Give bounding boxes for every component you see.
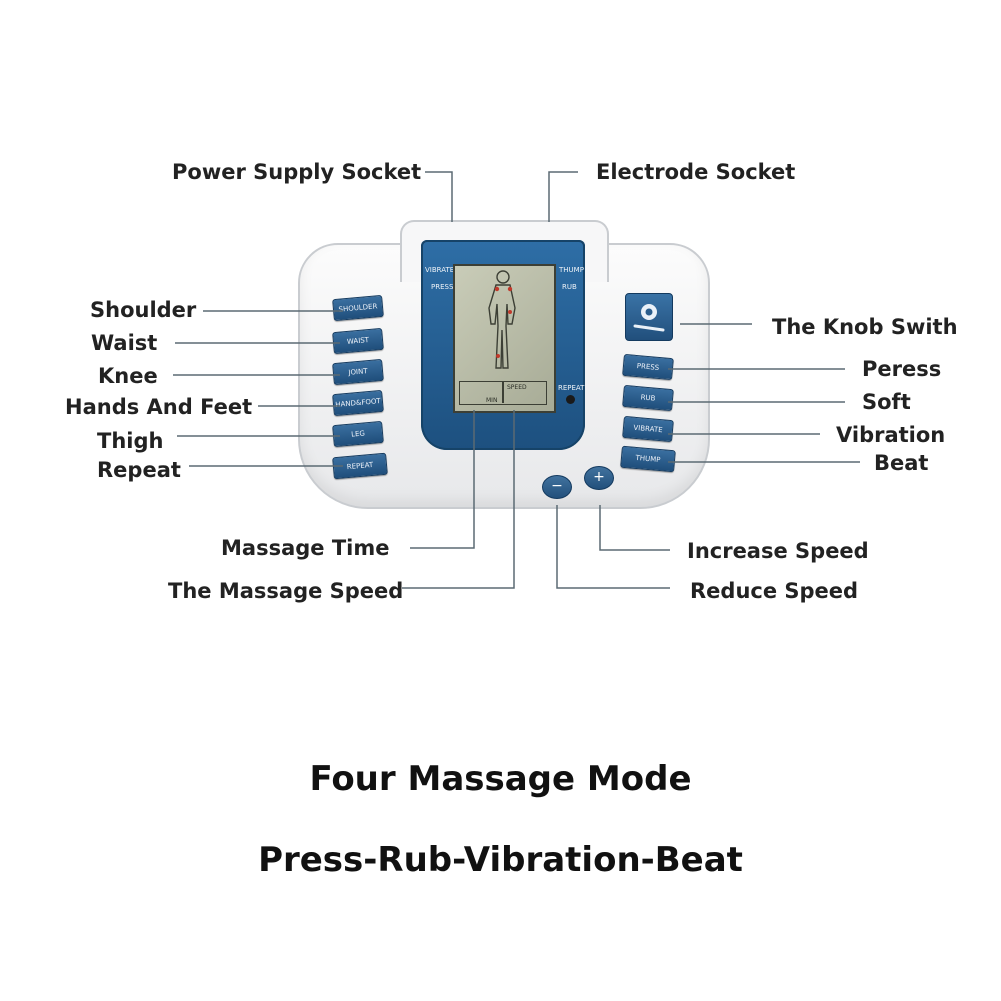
speed-plus-button[interactable]: + (584, 466, 614, 490)
vibrate-mode-button[interactable]: VIBRATE (622, 415, 674, 443)
screen-label-press: PRESS (431, 283, 454, 291)
label-beat: Beat (874, 451, 929, 475)
screen-label-repeat: REPEAT (558, 384, 585, 392)
leader-power-socket (425, 171, 453, 222)
label-knee: Knee (98, 364, 158, 388)
label-increase-speed: Increase Speed (687, 539, 869, 563)
joint-mode-button[interactable]: JOINT (332, 358, 384, 386)
knob-switch[interactable] (625, 293, 673, 341)
label-electrode-socket: Electrode Socket (596, 160, 796, 184)
label-power-supply-socket: Power Supply Socket (172, 160, 422, 184)
leader-reduce-speed (556, 505, 670, 589)
rub-mode-button[interactable]: RUB (622, 384, 674, 412)
body-figure-icon (488, 270, 516, 369)
label-soft: Soft (862, 390, 911, 414)
label-massage-speed: The Massage Speed (168, 579, 404, 603)
label-press: Peress (862, 357, 942, 381)
lcd-speed-label: SPEED (507, 384, 527, 391)
press-mode-button[interactable]: PRESS (622, 353, 674, 381)
repeat-indicator-led (566, 395, 575, 404)
label-reduce-speed: Reduce Speed (690, 579, 859, 603)
screen-label-rub: RUB (562, 283, 577, 291)
lcd-min-label: MIN (486, 397, 498, 404)
knob-switch-icon (633, 304, 665, 332)
leader-electrode-socket (548, 171, 578, 222)
label-thigh: Thigh (97, 429, 164, 453)
label-hands-and-feet: Hands And Feet (65, 395, 253, 419)
label-knob-switch: The Knob Swith (772, 315, 958, 339)
thump-mode-button[interactable]: THUMP (620, 445, 676, 473)
screen-label-vibrate: VIBRATE (425, 266, 455, 274)
shoulder-mode-button[interactable]: SHOULDER (332, 294, 384, 322)
lcd-time-speed-box (459, 381, 547, 405)
screen-label-thump: THUMP (559, 266, 584, 274)
repeat-mode-button[interactable]: REPEAT (332, 452, 388, 480)
label-shoulder: Shoulder (90, 298, 197, 322)
leg-mode-button[interactable]: LEG (332, 420, 384, 448)
speed-minus-button[interactable]: − (542, 475, 572, 499)
label-waist: Waist (91, 331, 158, 355)
leader-increase-speed (599, 505, 670, 551)
label-repeat: Repeat (97, 458, 181, 482)
waist-mode-button[interactable]: WAIST (332, 327, 384, 355)
lcd-display (453, 264, 556, 413)
headline-subtitle: Press-Rub-Vibration-Beat (258, 840, 743, 880)
headline-title: Four Massage Mode (309, 759, 692, 799)
label-vibration: Vibration (836, 423, 946, 447)
hand-foot-mode-button[interactable]: HAND&FOOT (332, 389, 384, 417)
label-massage-time: Massage Time (221, 536, 390, 560)
